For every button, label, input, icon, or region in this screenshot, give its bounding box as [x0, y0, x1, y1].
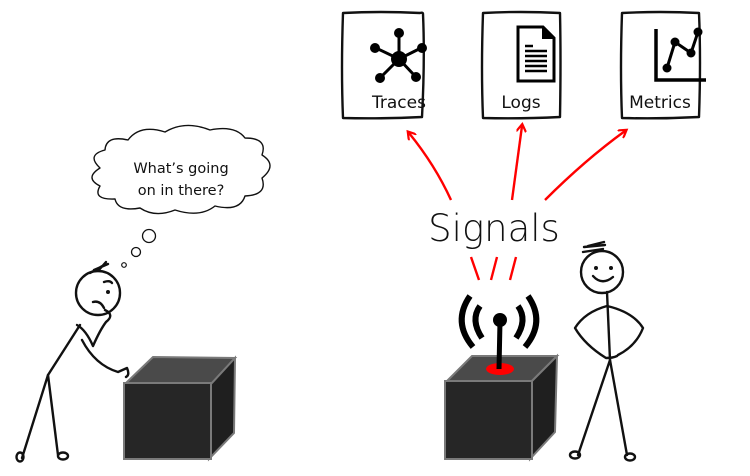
card-traces: Traces [340, 10, 427, 120]
line-chart-icon [654, 27, 706, 82]
wifi-waves-icon [458, 294, 540, 349]
arrow-to-logs [510, 126, 522, 201]
card-logs: Logs [480, 10, 562, 120]
signal-arrows [409, 126, 625, 201]
puzzled-person [15, 260, 130, 463]
arrow-to-traces [409, 133, 453, 201]
happy-person [568, 240, 645, 462]
thought-line-1: What’s going [133, 161, 228, 177]
card-traces-frame [340, 10, 425, 120]
thought-line-2: on in there? [138, 183, 225, 199]
emission-lines [469, 256, 518, 281]
card-traces-label: Traces [371, 93, 426, 113]
log-document-icon [516, 25, 556, 83]
black-box-left [123, 355, 238, 462]
card-metrics-label: Metrics [629, 93, 691, 113]
signal-box [444, 294, 560, 462]
card-logs-frame [480, 10, 562, 120]
card-metrics-frame [619, 10, 702, 120]
arrow-to-metrics [544, 131, 625, 201]
signals-label: Signals [428, 207, 560, 250]
thought-bubble: What’s going on in there? [91, 124, 271, 268]
traces-network-icon [370, 28, 427, 83]
card-metrics: Metrics [619, 10, 706, 120]
card-logs-label: Logs [501, 93, 540, 113]
